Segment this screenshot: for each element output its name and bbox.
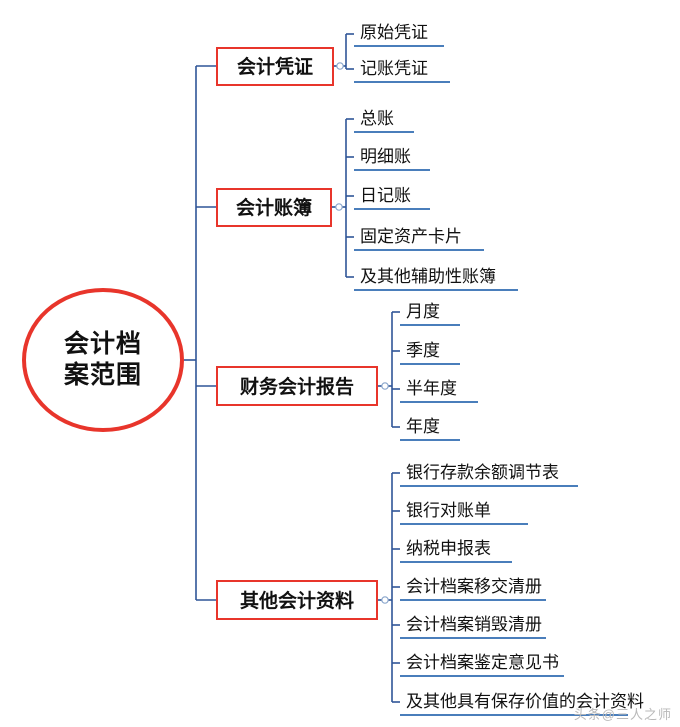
leaf-node[interactable]: 纳税申报表 (400, 533, 512, 563)
leaf-node[interactable]: 固定资产卡片 (354, 221, 484, 251)
leaf-node[interactable]: 月度 (400, 296, 460, 326)
leaf-label: 记账凭证 (360, 58, 428, 78)
branch-node-3[interactable]: 财务会计报告 (216, 366, 378, 406)
leaf-node[interactable]: 会计档案销毁清册 (400, 609, 546, 639)
leaf-label: 纳税申报表 (406, 538, 491, 558)
leaf-label: 年度 (406, 416, 440, 436)
leaf-label: 会计档案移交清册 (406, 576, 542, 596)
leaf-node[interactable]: 及其他具有保存价值的会计资料 (400, 686, 644, 716)
leaf-node[interactable]: 及其他辅助性账簿 (354, 261, 518, 291)
leaf-node[interactable]: 日记账 (354, 180, 430, 210)
leaf-node[interactable]: 银行存款余额调节表 (400, 457, 578, 487)
leaf-node[interactable]: 会计档案移交清册 (400, 571, 546, 601)
root-label-line1: 会计档 (63, 329, 142, 358)
leaf-label: 月度 (406, 301, 440, 321)
branch-node-4[interactable]: 其他会计资料 (216, 580, 378, 620)
branch-label: 财务会计报告 (239, 376, 354, 398)
leaf-label: 季度 (406, 340, 440, 360)
root-label-line2: 案范围 (63, 361, 142, 389)
leaf-label: 原始凭证 (360, 22, 428, 42)
leaf-node[interactable]: 银行对账单 (400, 495, 528, 525)
leaf-label: 日记账 (360, 185, 411, 205)
leaf-label: 及其他具有保存价值的会计资料 (406, 691, 644, 711)
leaf-label: 银行对账单 (406, 500, 491, 520)
leaf-node[interactable]: 原始凭证 (354, 17, 444, 47)
branch-node-1[interactable]: 会计凭证 (216, 47, 334, 86)
branch-node-2[interactable]: 会计账簿 (216, 188, 332, 227)
leaf-node[interactable]: 季度 (400, 335, 460, 365)
leaf-label: 总账 (360, 108, 394, 128)
leaf-label: 银行存款余额调节表 (406, 462, 559, 482)
leaf-label: 明细账 (360, 146, 411, 166)
leaf-label: 固定资产卡片 (360, 226, 462, 246)
leaf-label: 会计档案销毁清册 (406, 614, 542, 634)
leaf-label: 及其他辅助性账簿 (360, 266, 496, 286)
leaf-label: 半年度 (406, 378, 457, 398)
branch-label: 其他会计资料 (239, 590, 354, 612)
root-node[interactable]: 会计档 案范围 (22, 288, 184, 432)
leaf-node[interactable]: 半年度 (400, 373, 478, 403)
branch-label: 会计凭证 (236, 57, 313, 78)
branch-label: 会计账簿 (235, 198, 312, 219)
leaf-label: 会计档案鉴定意见书 (406, 652, 559, 672)
leaf-node[interactable]: 总账 (354, 103, 414, 133)
leaf-node[interactable]: 记账凭证 (354, 53, 450, 83)
leaf-node[interactable]: 年度 (400, 411, 460, 441)
leaf-node[interactable]: 会计档案鉴定意见书 (400, 647, 564, 677)
leaf-node[interactable]: 明细账 (354, 141, 430, 171)
